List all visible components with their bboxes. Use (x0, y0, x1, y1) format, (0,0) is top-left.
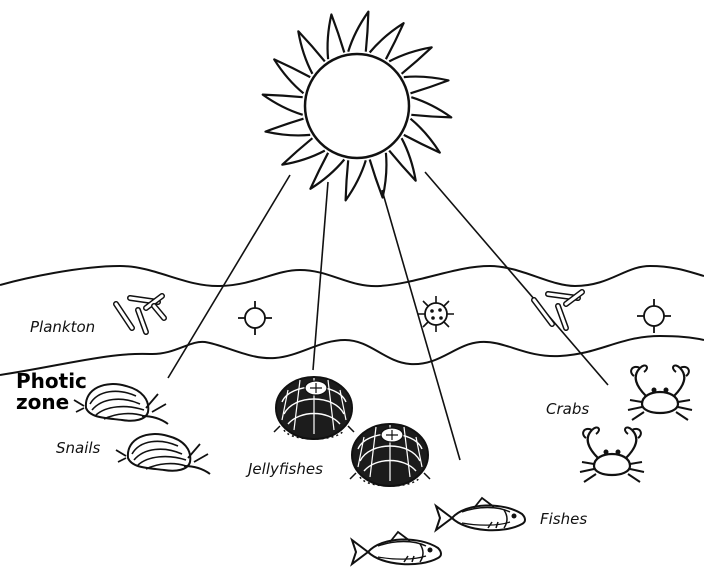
sun-ray (388, 137, 417, 182)
plankton-sticks-icon (113, 293, 167, 335)
crabs-label: Crabs (546, 400, 590, 418)
jellyfish-icon (273, 376, 355, 440)
sun-ray (264, 117, 311, 137)
sun-ray (368, 152, 388, 199)
fishes-label: Fishes (540, 510, 588, 528)
fish-icon (435, 497, 526, 532)
sun-ray (281, 137, 326, 166)
sun-icon (261, 10, 453, 202)
sun-ray (261, 93, 304, 116)
sun-ray (410, 96, 453, 119)
snail-icon (73, 383, 169, 425)
photic-zone-label: Photic zone (16, 371, 87, 413)
sun-ray (403, 75, 450, 95)
sun-ray (309, 152, 346, 190)
photic-zone-boundary-line (0, 334, 704, 376)
sun-ray (297, 30, 326, 75)
crab-icon (578, 426, 646, 484)
sun-ray (388, 46, 433, 75)
plankton-sticks-icon (531, 289, 585, 331)
photic-zone-label-line2: zone (16, 390, 70, 414)
jellyfishes-label: Jellyfishes (248, 460, 323, 478)
plankton-label: Plankton (30, 318, 96, 336)
snail-icon (115, 433, 211, 475)
jellyfish-icon (349, 423, 431, 487)
water-surface-line (0, 264, 704, 288)
light-rays (167, 171, 609, 461)
crab-icon (626, 364, 694, 422)
plankton-spotted-icon (418, 296, 454, 332)
plankton-circle-icon (636, 298, 672, 334)
sun-ray (344, 159, 367, 202)
snails-label: Snails (56, 439, 101, 457)
sun-ray (326, 13, 346, 60)
plankton-circle-icon (237, 300, 273, 336)
sun-ray (347, 10, 370, 53)
sun-ray (273, 58, 311, 95)
fish-icon (351, 531, 442, 566)
sun-ray (368, 22, 405, 60)
sun-ray (403, 117, 441, 154)
photic-zone-label-line1: Photic (16, 369, 87, 393)
